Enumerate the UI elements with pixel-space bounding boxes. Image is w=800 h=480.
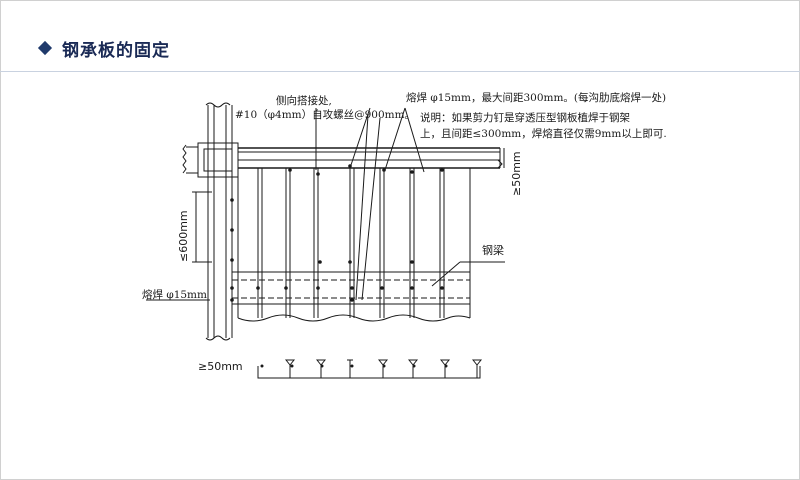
deck-top-plate xyxy=(238,147,503,169)
weld-dots xyxy=(230,164,448,368)
steel-beam-label: 钢梁 xyxy=(482,243,504,257)
dimension-50-bottom-label: ≥50mm xyxy=(198,360,243,373)
dimension-50-right-label: ≥50mm xyxy=(510,151,523,196)
steel-beam-lines xyxy=(232,271,470,305)
note-line-2: 上，且间距≤300mm，焊熔直径仅需9mm以上即可. xyxy=(420,127,667,140)
dimension-600 xyxy=(192,191,212,263)
dimension-600-label: ≤600mm xyxy=(177,210,190,262)
edge-tube-beam xyxy=(182,142,239,178)
page-title: 钢承板的固定 xyxy=(62,40,170,61)
screw-label: #10（φ4mm）自攻螺丝@900mm。 xyxy=(235,108,415,121)
slide-header: 钢承板的固定 xyxy=(37,36,170,61)
deck-panel-outline xyxy=(237,168,471,322)
note-line-1: 说明：如果剪力钉是穿透压型钢板植焊于钢架 xyxy=(420,111,630,124)
weld-symbol-strip xyxy=(257,359,483,379)
weld-top-label: 熔焊 φ15mm，最大间距300mm。(每沟肋底熔焊一处) xyxy=(406,91,666,104)
leader-lines xyxy=(146,107,505,301)
steel-column xyxy=(205,102,233,341)
weld-left-label: 熔焊 φ15mm xyxy=(142,288,207,301)
title-divider xyxy=(0,71,800,72)
deck-ribs xyxy=(257,168,445,318)
side-lap-label: 侧向搭接处, xyxy=(276,94,332,107)
